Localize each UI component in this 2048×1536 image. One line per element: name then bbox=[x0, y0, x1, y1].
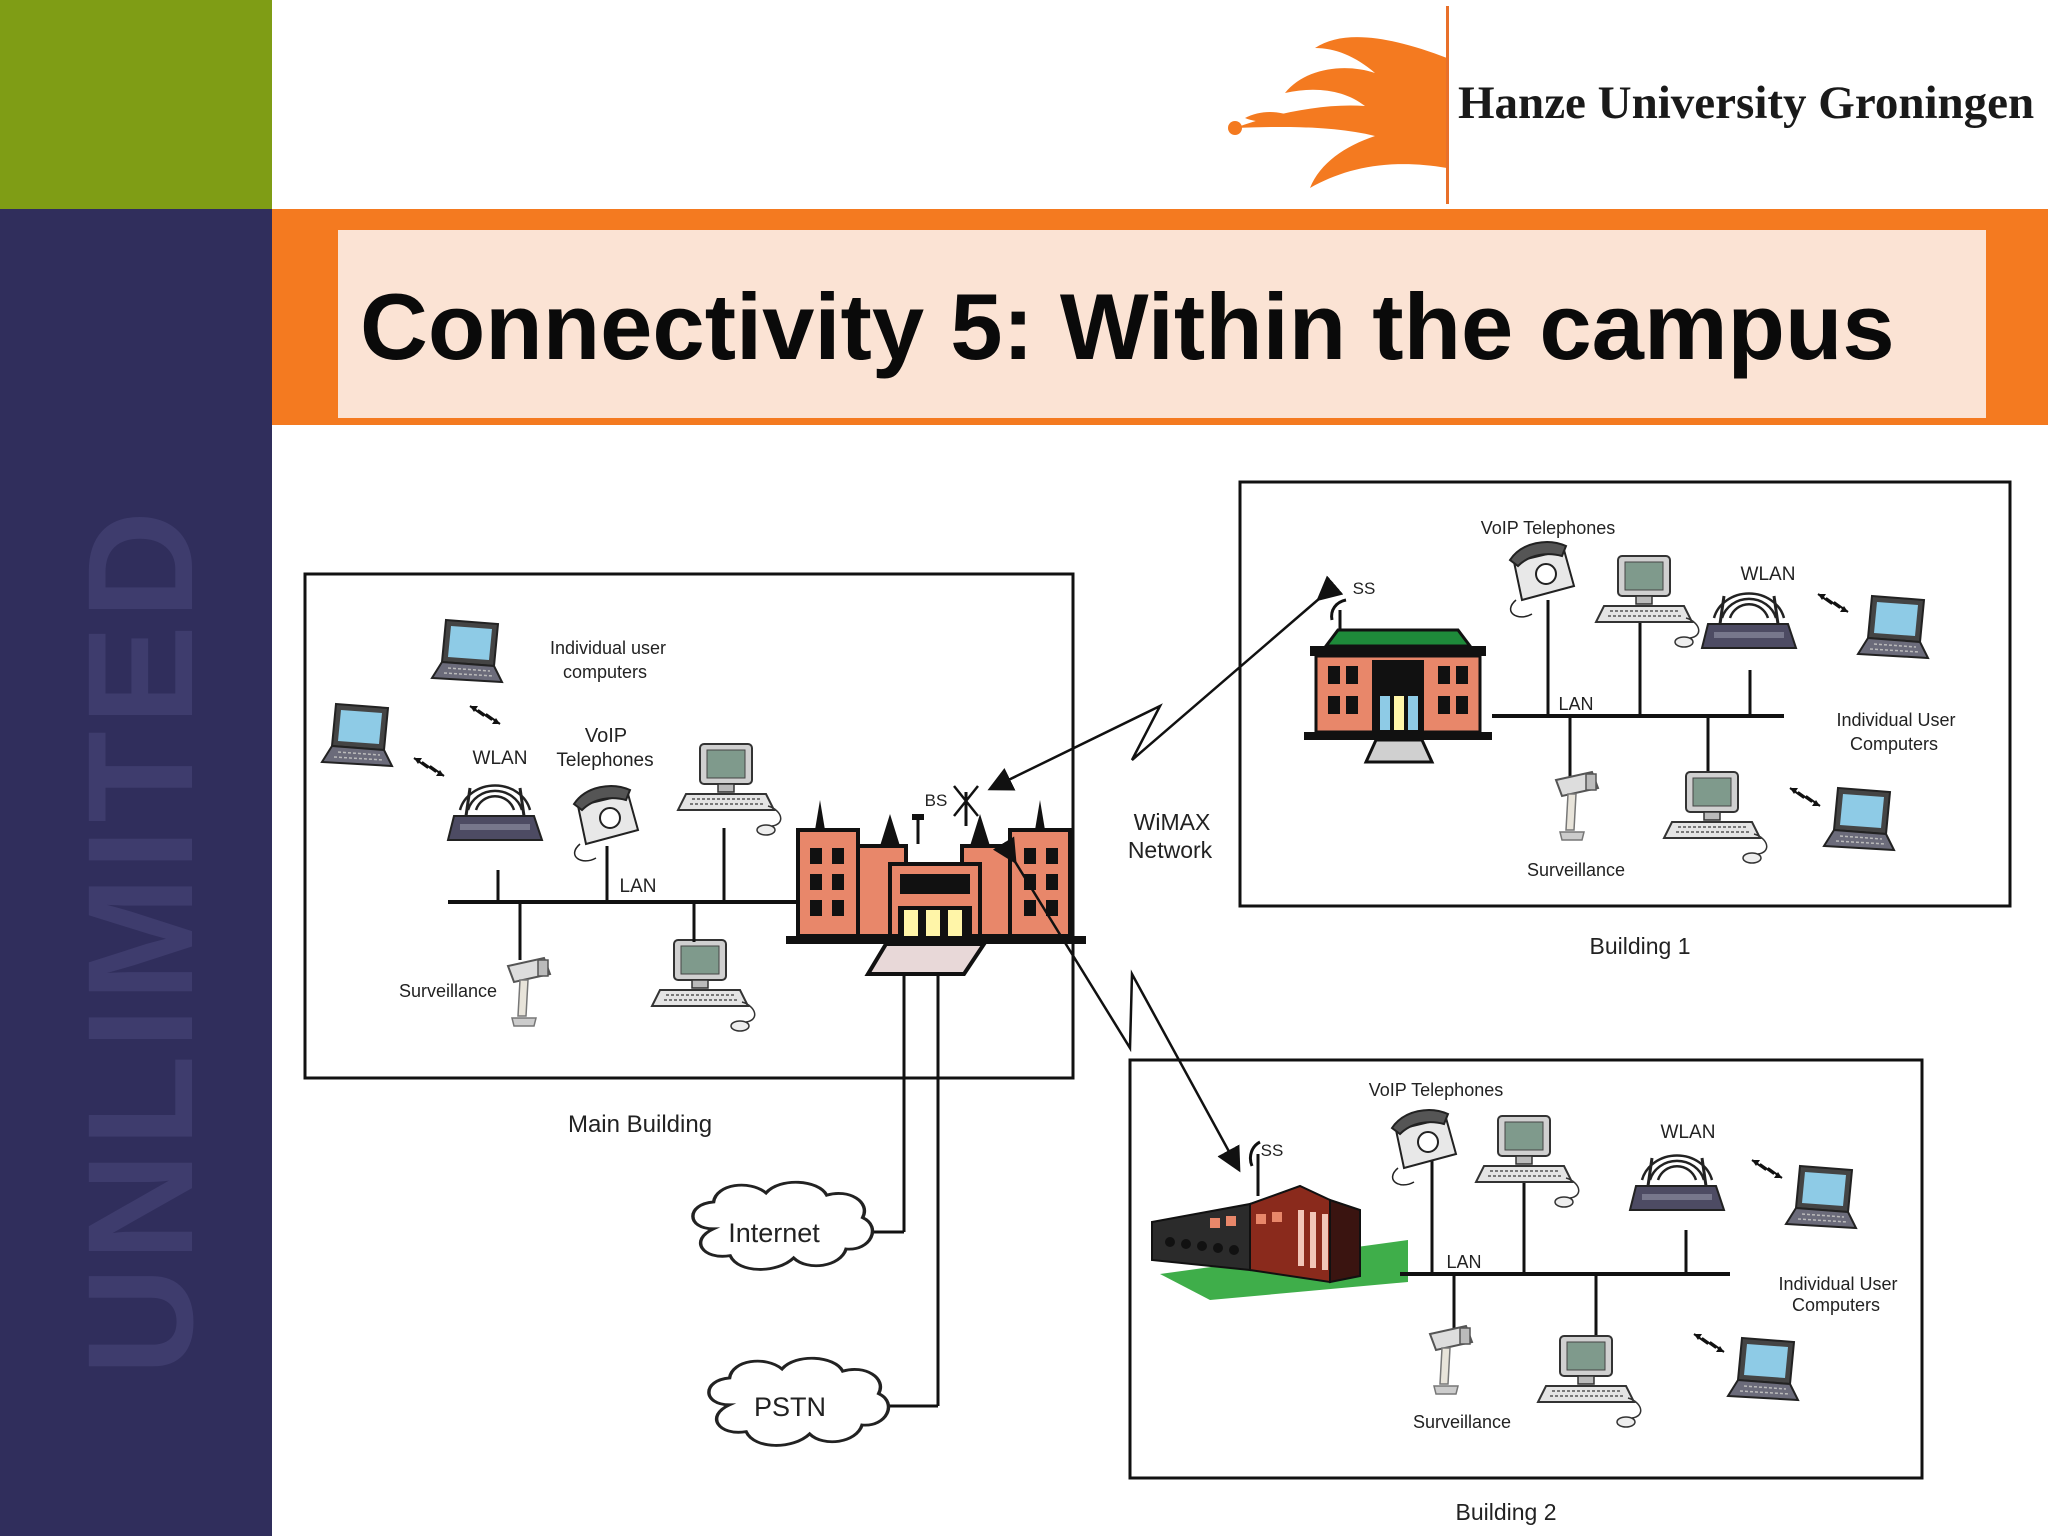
pstn-label: PSTN bbox=[754, 1392, 826, 1422]
main-individual-user-label: Individual user bbox=[550, 638, 666, 658]
building1-box bbox=[1238, 480, 2012, 908]
surveillance-camera-icon bbox=[1429, 1325, 1473, 1395]
desktop-computer-icon bbox=[677, 743, 782, 836]
laptop-icon bbox=[431, 619, 503, 683]
university-logo-icon bbox=[1228, 37, 1447, 188]
wimax-link-building2 bbox=[992, 836, 1241, 1173]
laptop-icon bbox=[1785, 1165, 1857, 1229]
main-surveillance-label: Surveillance bbox=[399, 981, 497, 1001]
wimax-label: WiMAX bbox=[1134, 809, 1211, 835]
b1-computers-label: Computers bbox=[1850, 734, 1938, 754]
desktop-computer-icon bbox=[1537, 1335, 1642, 1428]
main-computers-label: computers bbox=[563, 662, 647, 682]
voip-phone-icon bbox=[1509, 541, 1575, 618]
laptop-icon bbox=[321, 703, 393, 767]
logo-divider bbox=[1446, 6, 1449, 204]
green-corner-block bbox=[0, 0, 272, 209]
surveillance-camera-icon bbox=[1555, 771, 1599, 841]
wireless-link-icon bbox=[469, 705, 501, 725]
b2-computers-label: Computers bbox=[1792, 1295, 1880, 1315]
desktop-computer-icon bbox=[1663, 771, 1768, 864]
wireless-link-icon bbox=[1789, 787, 1821, 807]
b1-ss-label: SS bbox=[1353, 579, 1376, 598]
side-band bbox=[0, 209, 272, 1536]
title-box bbox=[338, 230, 1986, 418]
b2-voip-label: VoIP Telephones bbox=[1369, 1080, 1503, 1100]
wlan-router-icon bbox=[1700, 591, 1798, 650]
laptop-icon bbox=[1857, 595, 1929, 659]
wireless-link-icon bbox=[1693, 1333, 1725, 1353]
wlan-router-icon bbox=[446, 783, 544, 842]
wlan-router-icon bbox=[1628, 1153, 1726, 1212]
building2-caption: Building 2 bbox=[1455, 1499, 1556, 1525]
main-building-caption: Main Building bbox=[568, 1111, 712, 1138]
wireless-link-icon bbox=[413, 757, 445, 777]
b2-ss-label: SS bbox=[1261, 1141, 1284, 1160]
desktop-computer-icon bbox=[1475, 1115, 1580, 1208]
building2-box bbox=[1128, 1058, 1924, 1480]
building1-icon bbox=[1304, 598, 1492, 764]
internet-label: Internet bbox=[728, 1218, 820, 1248]
surveillance-camera-icon bbox=[507, 957, 551, 1027]
b2-lan-label: LAN bbox=[1446, 1252, 1481, 1272]
b2-wlan-label: WLAN bbox=[1661, 1122, 1716, 1143]
main-lan-label: LAN bbox=[620, 876, 657, 897]
desktop-computer-icon bbox=[1595, 555, 1700, 648]
b1-lan-label: LAN bbox=[1558, 694, 1593, 714]
logo-text: Hanze University Groningen bbox=[1458, 77, 2035, 129]
b2-individual-label: Individual User bbox=[1778, 1274, 1897, 1294]
slide-title: Connectivity 5: Within the campus bbox=[360, 274, 1895, 379]
main-telephones-label: Telephones bbox=[556, 750, 653, 771]
b1-surveillance-label: Surveillance bbox=[1527, 860, 1625, 880]
laptop-icon bbox=[1727, 1337, 1799, 1401]
campus-network-diagram: Main Building Individual user computers … bbox=[303, 480, 2012, 1525]
b1-individual-label: Individual User bbox=[1836, 710, 1955, 730]
wimax-link-building1 bbox=[987, 575, 1344, 791]
wireless-link-icon bbox=[1751, 1159, 1783, 1179]
b1-voip-label: VoIP Telephones bbox=[1481, 518, 1615, 538]
main-building-icon bbox=[786, 785, 1086, 976]
desktop-computer-icon bbox=[651, 939, 756, 1032]
main-wlan-label: WLAN bbox=[473, 748, 528, 769]
main-building-box bbox=[303, 572, 1075, 1080]
side-watermark-text: UNLIMITED bbox=[56, 504, 224, 1376]
building2-icon bbox=[1151, 1140, 1408, 1300]
laptop-icon bbox=[1823, 787, 1895, 851]
b2-surveillance-label: Surveillance bbox=[1413, 1412, 1511, 1432]
building1-caption: Building 1 bbox=[1589, 933, 1690, 959]
b1-wlan-label: WLAN bbox=[1741, 564, 1796, 585]
wireless-link-icon bbox=[1817, 593, 1849, 613]
voip-phone-icon bbox=[1391, 1109, 1457, 1186]
main-voip-label: VoIP bbox=[585, 725, 627, 747]
network-label: Network bbox=[1128, 837, 1213, 863]
bs-label: BS bbox=[925, 791, 948, 810]
